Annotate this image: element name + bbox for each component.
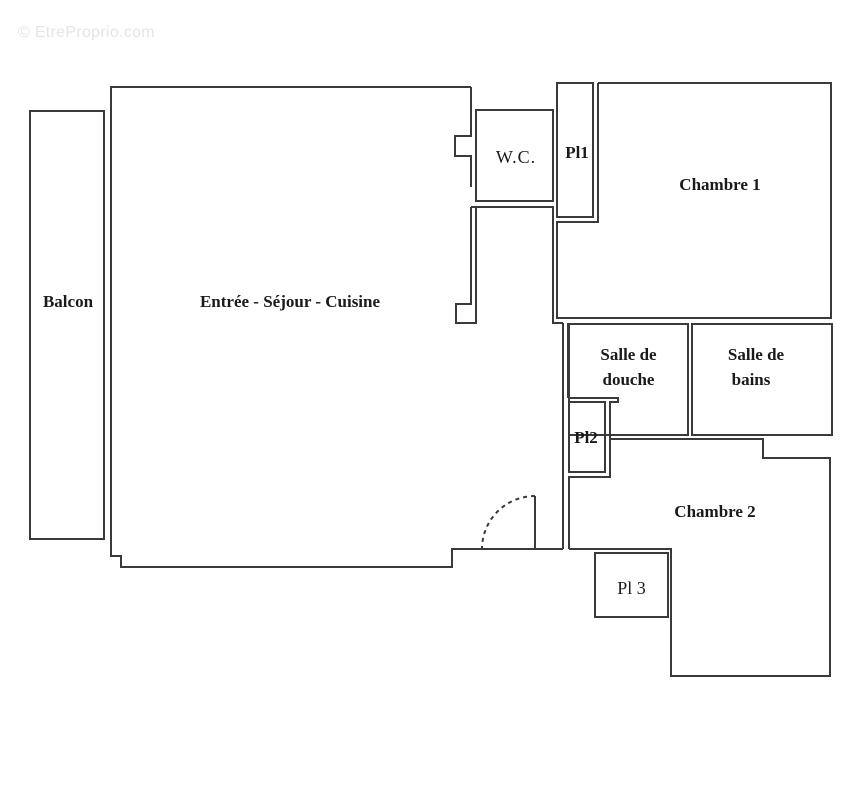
label-balcon: Balcon (42, 292, 94, 311)
label-chambre2: Chambre 2 (674, 502, 756, 521)
pl2-bottom (568, 439, 611, 549)
pl1-closet (556, 82, 594, 218)
pl3-closet (594, 552, 669, 618)
sejour-right-wall-lower (455, 207, 477, 324)
pl1-outer (556, 83, 832, 319)
label-bains-1: Salle de (727, 345, 785, 364)
label-pl2: Pl2 (574, 428, 598, 447)
sejour-right-wall (454, 87, 472, 187)
door-swing-arc (481, 495, 536, 550)
label-wc: W.C. (495, 147, 537, 167)
balcon-room (29, 110, 105, 540)
corridor-top (476, 206, 563, 324)
watermark: © EtreProprio.com (18, 24, 155, 41)
sejour-outer-wall (110, 86, 535, 568)
label-pl1: Pl1 (565, 143, 589, 162)
chambre2-room (569, 438, 831, 677)
label-pl3: Pl 3 (617, 578, 646, 598)
label-douche-2: douche (602, 370, 655, 389)
label-douche-1: Salle de (600, 345, 657, 364)
label-sejour: Entrée - Séjour - Cuisine (199, 292, 381, 311)
label-chambre1: Chambre 1 (679, 175, 761, 194)
chambre1-room (598, 82, 832, 318)
wc-room (475, 109, 554, 202)
bains-room (691, 323, 833, 436)
label-bains-2: bains (731, 370, 771, 389)
pl2-closet (568, 401, 606, 473)
